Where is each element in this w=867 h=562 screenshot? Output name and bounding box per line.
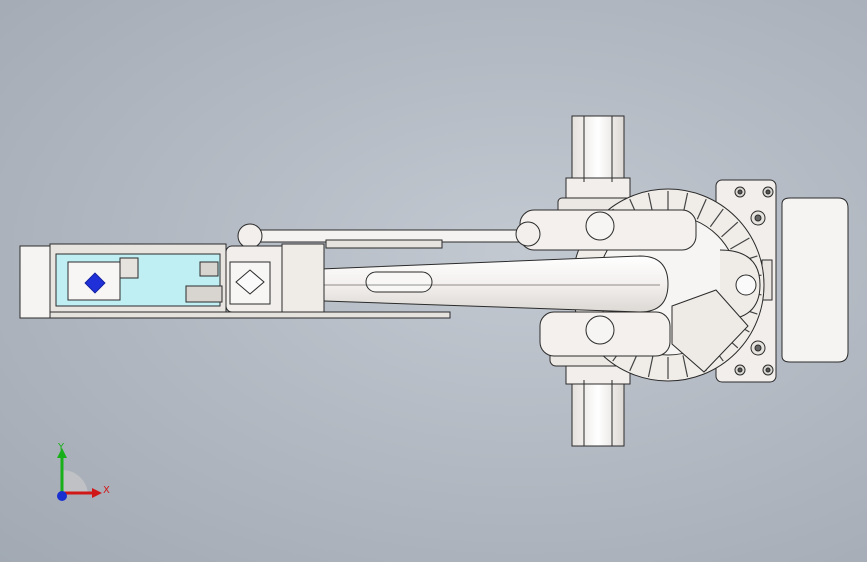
turntable-fin <box>682 355 689 378</box>
shoulder-housing <box>519 209 749 373</box>
target-marker <box>84 272 106 294</box>
main-forearm <box>295 255 669 313</box>
triad-axes <box>57 448 102 501</box>
turntable-fin <box>721 221 739 238</box>
turntable-fin <box>696 198 707 220</box>
coordinate-triad: Y X <box>40 438 120 510</box>
x-axis-label: X <box>103 485 110 496</box>
turntable-fin <box>647 355 654 378</box>
linear-rail <box>19 239 451 319</box>
wrist-block <box>225 243 325 315</box>
turntable-fin <box>709 208 724 228</box>
y-axis-label: Y <box>58 442 65 453</box>
turntable-fin <box>730 237 750 250</box>
upper-link <box>237 221 541 249</box>
